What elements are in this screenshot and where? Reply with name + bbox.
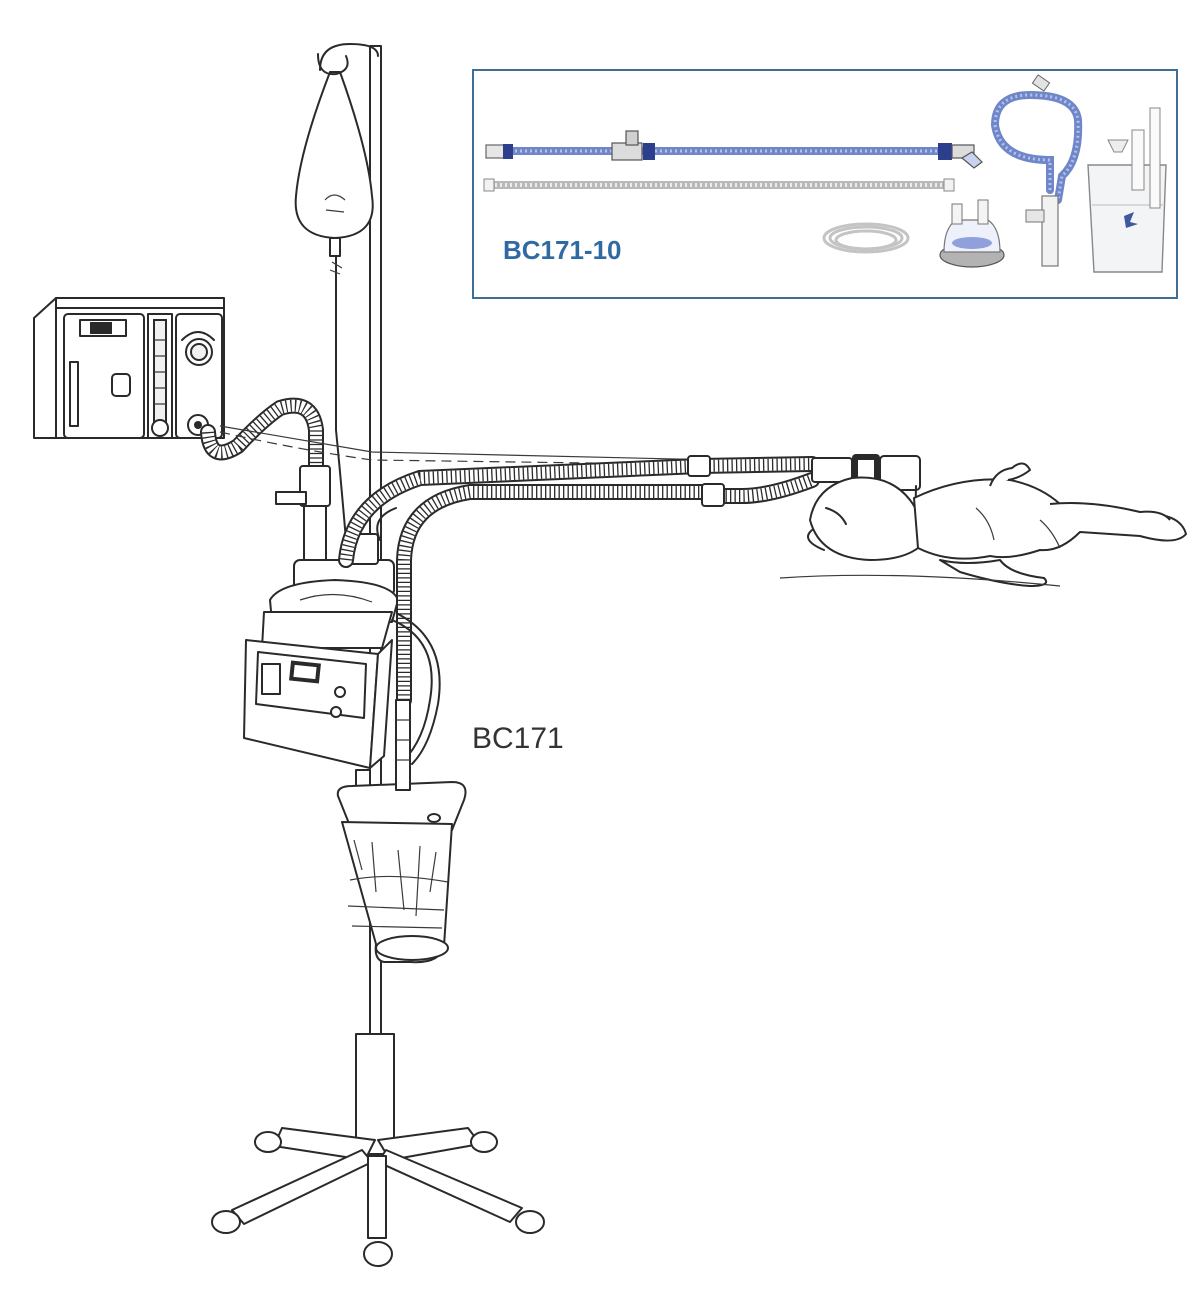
inset-coiled-line	[822, 222, 910, 254]
iv-bag	[294, 53, 374, 541]
inset-kit-panel	[472, 69, 1178, 299]
infant-patient	[779, 462, 1187, 587]
flow-generator-unit	[33, 297, 225, 439]
supply-tube	[200, 397, 324, 478]
inset-water-jar	[1087, 107, 1167, 273]
humidifier	[243, 465, 399, 769]
breathing-circuit	[338, 455, 820, 765]
caster-wheel	[211, 1131, 545, 1267]
pole-base	[211, 1127, 545, 1267]
inset-kit-label: BC171-10	[503, 235, 622, 265]
water-trap-bucket	[336, 699, 467, 964]
circuit-model-label: BC171	[472, 722, 564, 755]
inset-blue-coil	[990, 74, 1083, 267]
sensor-lines	[219, 425, 807, 467]
inset-grey-limb	[483, 178, 955, 192]
inset-blue-limb	[485, 130, 983, 169]
inset-humidifier-chamber	[939, 199, 1005, 268]
